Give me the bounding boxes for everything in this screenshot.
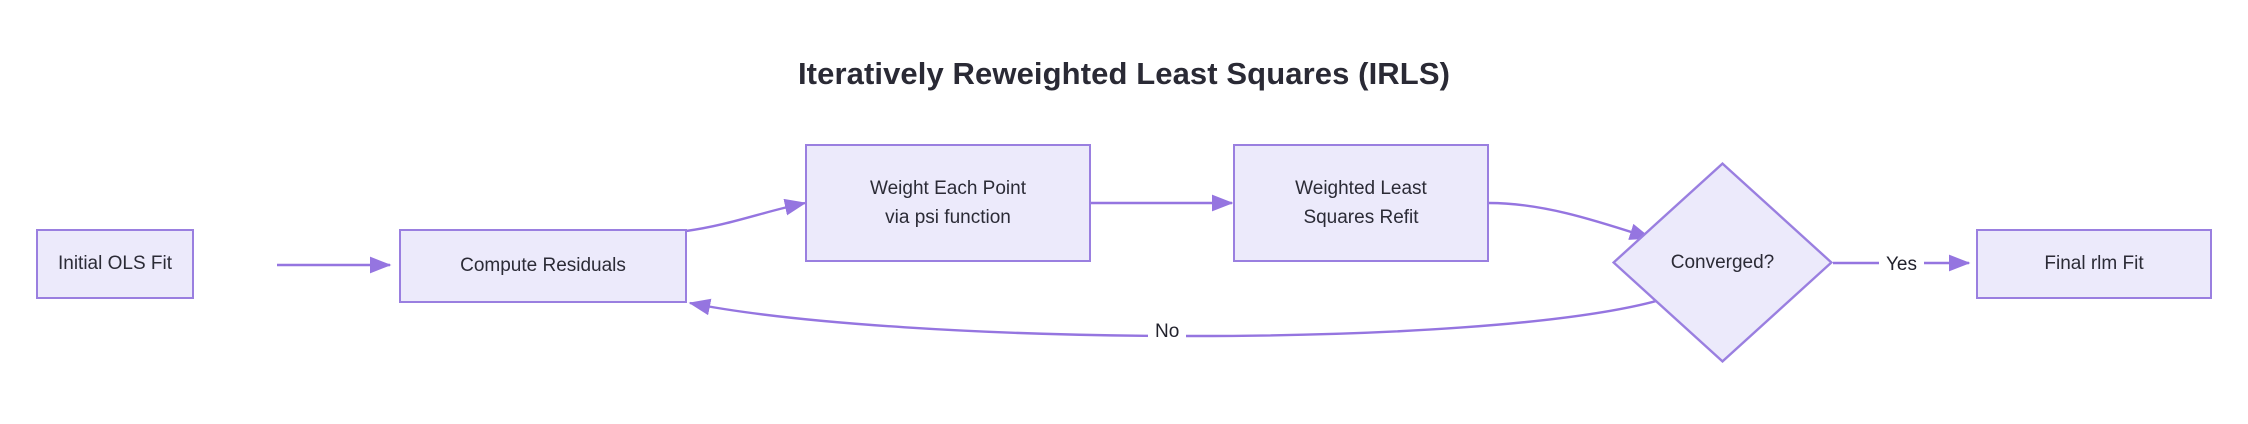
node-label-compute-residuals: Compute Residuals xyxy=(460,255,626,277)
edge-residuals-to-weight xyxy=(685,198,807,233)
node-label-weight-each-point-line2: via psi function xyxy=(885,207,1011,228)
node-label-weighted-refit-line2: Squares Refit xyxy=(1303,207,1419,228)
node-label-weight-each-point-line1: Weight Each Point xyxy=(870,177,1026,199)
node-label-converged: Converged? xyxy=(1670,251,1775,273)
edge-label-no: No xyxy=(1148,322,1187,341)
diamond-shape xyxy=(1612,162,1833,363)
node-label-weighted-refit-line1: Weighted Least xyxy=(1295,177,1427,199)
node-weighted-least-squares-refit[interactable]: Weighted Least Squares Refit xyxy=(1233,144,1489,262)
node-weight-each-point[interactable]: Weight Each Point via psi function xyxy=(805,144,1091,262)
page-title: Iteratively Reweighted Least Squares (IR… xyxy=(797,56,1451,91)
node-final-rlm-fit[interactable]: Final rlm Fit xyxy=(1976,229,2212,299)
node-compute-residuals[interactable]: Compute Residuals xyxy=(399,229,687,303)
node-initial-ols-fit[interactable]: Initial OLS Fit xyxy=(36,229,194,299)
edge-label-yes: Yes xyxy=(1879,255,1924,274)
node-converged[interactable]: Converged? xyxy=(1612,162,1833,363)
node-label-final-rlm-fit: Final rlm Fit xyxy=(2044,253,2144,275)
edge-refit-to-converged xyxy=(1488,201,1652,240)
node-label-initial-ols-fit: Initial OLS Fit xyxy=(57,253,173,275)
